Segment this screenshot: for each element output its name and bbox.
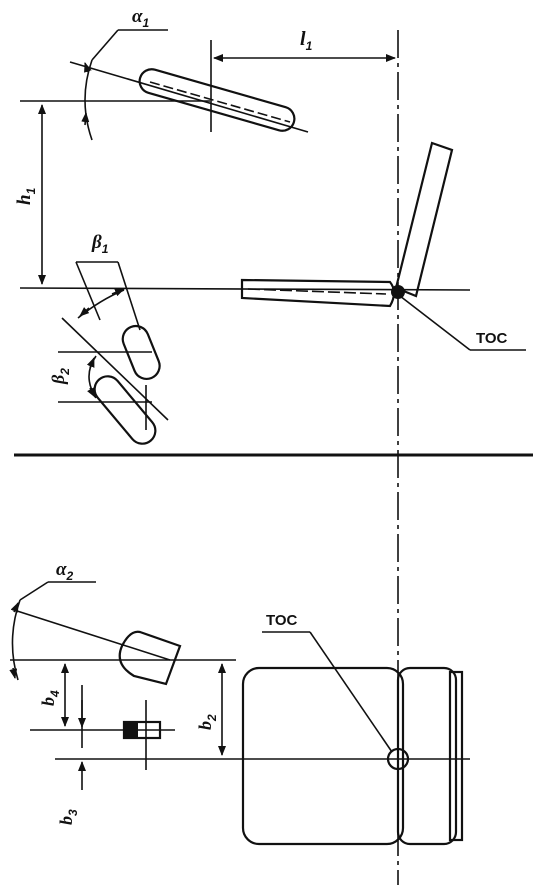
- seat-back-side: [394, 141, 454, 298]
- h1-label: h1: [14, 187, 38, 205]
- alpha2-arrow-top: [10, 602, 19, 613]
- alpha1-leader: [91, 29, 119, 61]
- alpha2-axis: [13, 609, 171, 661]
- beta1-arc: [77, 289, 125, 319]
- small-fitting-dark: [124, 722, 138, 738]
- alpha1-arrow-top: [84, 62, 92, 73]
- b4-label: b4: [38, 690, 62, 706]
- beta1-arrow-left: [79, 307, 90, 317]
- alpha1-arc: [84, 59, 93, 141]
- toc-side-leader: [399, 295, 471, 351]
- alpha2-arrow-bottom: [9, 667, 18, 679]
- beta2-arrow-bottom: [87, 387, 96, 398]
- beta1-leg-left: [75, 261, 101, 321]
- seat-cushion-top: [241, 666, 405, 846]
- upper-element-axis: [69, 61, 309, 133]
- seat-back-top: [396, 666, 458, 846]
- toc-point-side: [391, 285, 405, 299]
- beta1-arrow-right: [111, 288, 125, 297]
- toc-top-leader: [309, 631, 393, 753]
- alpha2-leader: [19, 581, 49, 601]
- beta1-leg-right: [117, 261, 141, 331]
- toc-side-label: TOC: [476, 330, 508, 347]
- beta2-label: β2: [48, 368, 72, 385]
- pedal-upper: [121, 324, 161, 381]
- b2-label: b2: [195, 714, 219, 730]
- beta1-label: β1: [91, 232, 109, 256]
- d-shaped-element: [118, 630, 182, 686]
- pedal-lower: [93, 375, 157, 445]
- toc-point-top: [386, 747, 410, 771]
- alpha1-label: α1: [132, 6, 150, 30]
- beta2-arrow-top: [86, 357, 95, 369]
- seat-cushion-centre-dash: [247, 288, 387, 295]
- alpha2-label: α2: [56, 559, 74, 583]
- upper-element-centre-dash: [149, 81, 291, 123]
- seat-back-edge: [448, 670, 464, 842]
- beta2-axis: [61, 317, 169, 421]
- upper-tilted-element: [138, 68, 296, 132]
- b3-label: b3: [56, 809, 80, 825]
- toc-top-label: TOC: [266, 612, 298, 629]
- alpha1-arrow-bottom: [81, 112, 90, 126]
- l1-label: l1: [300, 28, 313, 53]
